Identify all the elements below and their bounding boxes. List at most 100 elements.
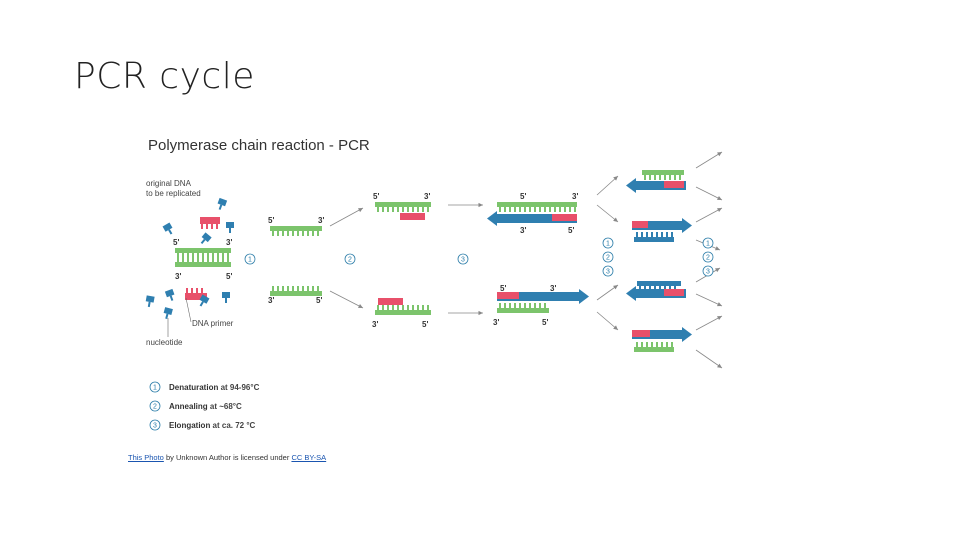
product-new-strand <box>626 286 686 301</box>
step-number: 2 <box>606 255 610 262</box>
strand-end-label: 3' <box>372 320 378 329</box>
license-link[interactable]: CC BY-SA <box>291 453 327 462</box>
strand-end-label: 5' <box>542 318 548 327</box>
flow-arrow <box>596 204 619 223</box>
legend-text: Elongation at ca. 72 °C <box>169 421 256 430</box>
flow-arrow <box>695 349 723 369</box>
arrows <box>329 151 723 369</box>
annealed-top-strand <box>375 202 431 212</box>
template-top-strand <box>497 202 577 212</box>
strand-end-label: 5' <box>316 296 322 305</box>
figure-title: Polymerase chain reaction - PCR <box>148 137 370 154</box>
strand-end-label: 3' <box>226 238 232 247</box>
new-strand-left <box>487 211 577 226</box>
strand-end-label: 5' <box>173 238 179 247</box>
annealed-primer <box>378 298 403 305</box>
primer-tooth <box>211 224 213 229</box>
strand-end-label: 3' <box>572 192 578 201</box>
product-primer <box>632 221 648 228</box>
flow-arrow <box>329 207 364 227</box>
nucleotide <box>164 288 175 301</box>
original-dna-label-2: to be replicated <box>146 189 201 198</box>
strand-end-label: 3' <box>550 284 556 293</box>
strand-end-label: 3' <box>175 272 181 281</box>
product-strand <box>634 232 674 242</box>
nucleotide <box>222 292 230 303</box>
step-marker: 1 <box>602 237 614 249</box>
legend-text: Annealing at ~68°C <box>169 402 242 411</box>
denatured-bottom-strand <box>270 286 322 296</box>
dna-strands <box>175 170 692 352</box>
strand-end-label: 3' <box>318 216 324 225</box>
strand-end-labels: 5'3'3'5'5'3'3'5'5'3'3'5'5'3'3'5'5'3'3'5' <box>173 192 578 329</box>
flow-arrow <box>596 311 619 331</box>
annealed-bottom-strand <box>375 305 431 315</box>
legend-number: 3 <box>153 423 157 430</box>
nucleotide <box>145 295 155 308</box>
nucleotide <box>226 222 234 233</box>
primer-section <box>552 214 577 221</box>
primer <box>185 293 207 300</box>
product-new-strand <box>632 218 692 233</box>
product-strand <box>642 170 684 180</box>
strand-end-label: 3' <box>493 318 499 327</box>
step-marker: 3 <box>602 265 614 277</box>
product-new-strand <box>632 327 692 342</box>
primer <box>200 217 220 224</box>
legend-item: 3 Elongation at ca. 72 °C <box>149 419 256 431</box>
primer-tooth <box>206 224 208 229</box>
flow-arrow <box>596 284 619 301</box>
step-number: 1 <box>706 241 710 248</box>
step-number: 3 <box>706 269 710 276</box>
flow-arrow <box>448 202 483 208</box>
strand-end-label: 3' <box>268 296 274 305</box>
flow-arrow <box>329 290 364 309</box>
new-strand-right <box>497 289 589 304</box>
strand-end-label: 5' <box>568 226 574 235</box>
strand-end-label: 3' <box>520 226 526 235</box>
original-dna-bottom <box>175 257 231 267</box>
legend-text: Denaturation at 94-96°C <box>169 383 260 392</box>
step-marker: 1 <box>702 237 714 249</box>
product-new-strand <box>626 178 686 193</box>
step-number: 2 <box>348 257 352 264</box>
legend-number: 1 <box>153 385 157 392</box>
strand-end-label: 3' <box>424 192 430 201</box>
product-strand <box>634 342 674 352</box>
product-primer <box>632 330 650 337</box>
step-marker: 3 <box>702 265 714 277</box>
strand-end-label: 5' <box>268 216 274 225</box>
original-dna-top <box>175 248 231 258</box>
step-marker: 2 <box>602 251 614 263</box>
nucleotide <box>199 294 210 307</box>
image-credit: This Photo by Unknown Author is licensed… <box>128 453 326 462</box>
nucleotide <box>217 197 228 210</box>
primer-tooth <box>191 288 193 293</box>
primer-tooth <box>216 224 218 229</box>
original-dna-label: original DNA <box>146 179 192 188</box>
photo-link[interactable]: This Photo <box>128 453 164 462</box>
dna-primer-pointer <box>185 297 192 323</box>
dna-primer-label: DNA primer <box>192 319 234 328</box>
flow-arrow <box>695 207 723 223</box>
flow-arrow <box>695 315 723 331</box>
product-primer <box>664 289 684 296</box>
primer-section <box>497 292 519 299</box>
step-marker: 3 <box>457 253 469 265</box>
flow-arrow <box>695 293 723 307</box>
step-marker: 1 <box>244 253 256 265</box>
nucleotides <box>145 197 234 320</box>
step-marker: 2 <box>702 251 714 263</box>
credit-text: by Unknown Author is licensed under <box>163 453 292 462</box>
nucleotide-label: nucleotide <box>146 338 183 347</box>
step-number: 2 <box>706 255 710 262</box>
step-number: 3 <box>606 269 610 276</box>
flow-arrow <box>695 151 723 169</box>
primer-tooth <box>186 288 188 293</box>
strand-end-label: 5' <box>226 272 232 281</box>
nucleotide <box>162 222 173 235</box>
step-number: 3 <box>461 257 465 264</box>
strand-end-label: 5' <box>500 284 506 293</box>
